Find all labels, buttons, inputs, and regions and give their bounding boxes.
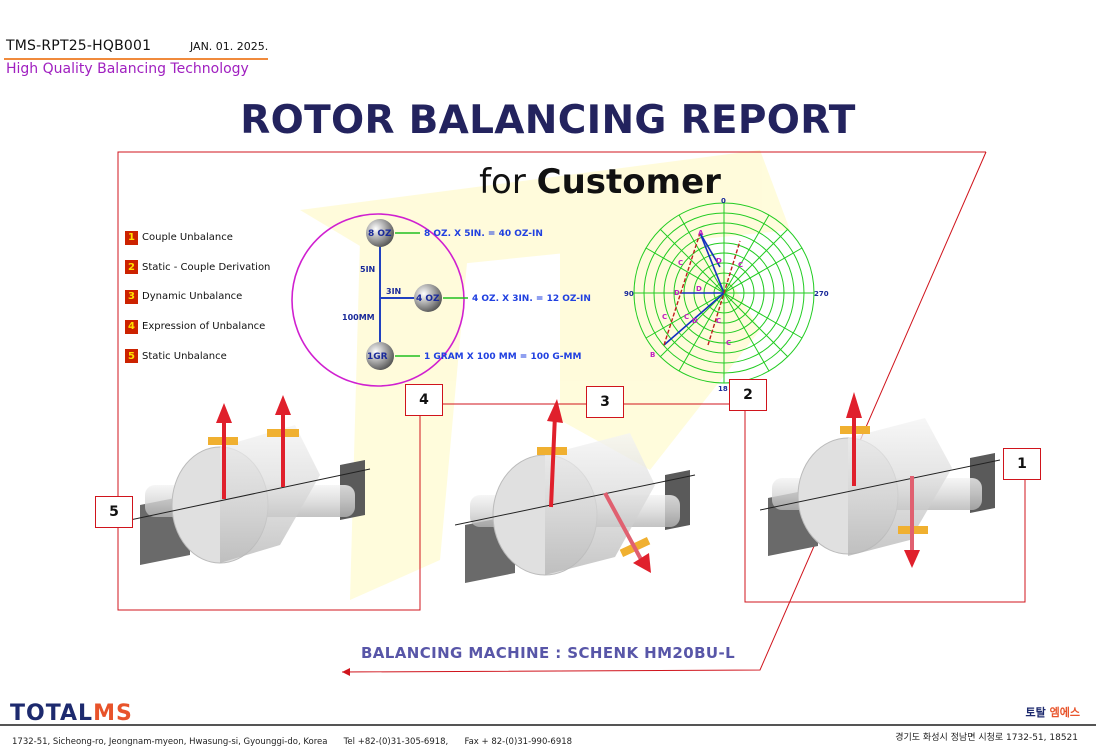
for-prefix: for — [479, 162, 526, 202]
company-logo: TOTALMS — [10, 701, 133, 726]
vector-label: B — [650, 351, 655, 359]
vector-label: C — [662, 313, 667, 321]
distance-label: 5IN — [360, 265, 375, 274]
vector-label: C — [716, 317, 721, 325]
equation-text: 8 OZ. X 5IN. = 40 OZ-IN — [424, 229, 543, 239]
legend-number: 3 — [125, 289, 138, 304]
rotor-body — [848, 418, 952, 556]
legend-label: Static Unbalance — [142, 350, 227, 362]
unbalance-diagram: 8 OZ 4 OZ 1GR 8 OZ. X 5IN. = 40 OZ-IN 4 … — [291, 213, 591, 387]
connector-lines — [117, 151, 1026, 673]
logo-kr-accent: 엠에스 — [1049, 706, 1080, 719]
report-title: ROTOR BALANCING REPORT — [240, 98, 856, 143]
company-address-korean: 경기도 화성시 정남면 시청로 1732-51, 18521 — [895, 733, 1078, 743]
legend-item: 2 Static - Couple Derivation — [125, 260, 270, 275]
vector-label: C — [684, 313, 689, 321]
callout-4: 4 — [405, 384, 443, 416]
footer-rule — [0, 724, 1096, 726]
rotor-dynamic-unbalance — [455, 399, 696, 583]
weight-ball — [366, 219, 394, 247]
logo-text-accent: MS — [93, 701, 133, 726]
logo-text: TOTAL — [10, 701, 94, 726]
legend-label: Dynamic Unbalance — [142, 291, 243, 303]
balancing-machine: BALANCING MACHINE : SCHENK HM20BU-L — [360, 644, 736, 662]
callout-1: 1 — [1003, 448, 1041, 480]
legend-label: Static - Couple Derivation — [142, 261, 271, 273]
rotor-body — [545, 433, 655, 575]
customer-line: for Customer — [0, 162, 1096, 202]
company-address: 1732-51, Sicheong-ro, Jeongnam-myeon, Hw… — [12, 737, 573, 747]
customer-name: Customer — [536, 162, 721, 202]
company-logo-korean: 토탈 엠에스 — [1026, 704, 1080, 720]
legend-number: 5 — [125, 349, 138, 364]
vector-label: D — [692, 317, 698, 325]
legend-number: 4 — [125, 319, 138, 334]
legend-item: 3 Dynamic Unbalance — [125, 289, 270, 304]
equation-text: 1 GRAM X 100 MM = 100 G-MM — [424, 352, 581, 362]
legend: 1 Couple Unbalance 2 Static - Couple Der… — [125, 230, 270, 378]
unbalance-arrow — [208, 403, 238, 499]
unbalance-arrow — [537, 399, 567, 508]
angle-label: 270 — [814, 290, 829, 298]
document-date: JAN. 01. 2025. — [190, 40, 269, 53]
callout-3: 3 — [586, 386, 624, 418]
callout-5: 5 — [95, 496, 133, 528]
vector-label: A — [698, 229, 704, 237]
unbalance-arrow — [840, 392, 870, 486]
legend-number: 2 — [125, 260, 138, 275]
distance-label: 3IN — [386, 287, 401, 296]
header-rule — [4, 58, 268, 60]
polar-plot: 0 90 270 18 A B C D C C C D C D C D — [624, 197, 829, 393]
vector-lines — [663, 232, 725, 346]
vector-label: D — [716, 257, 722, 265]
weight-label: 4 OZ — [416, 294, 440, 304]
rotor-body — [220, 425, 320, 563]
legend-item: 1 Couple Unbalance — [125, 230, 270, 245]
angle-label: 90 — [624, 290, 634, 298]
rotor-couple-unbalance — [760, 392, 1000, 568]
vector-label: C — [678, 259, 683, 267]
diagram-circle — [291, 213, 465, 387]
distance-label: 100MM — [342, 313, 375, 322]
axis-line — [760, 459, 1000, 511]
vector-label: D — [674, 289, 680, 297]
legend-label: Expression of Unbalance — [142, 321, 266, 333]
unbalance-arrow — [898, 476, 928, 568]
angle-label: 0 — [721, 197, 726, 205]
legend-label: Couple Unbalance — [142, 232, 233, 243]
weight-ball — [366, 342, 394, 370]
unbalance-arrow — [267, 395, 299, 487]
dashed-vectors — [663, 232, 741, 346]
legend-item: 5 Static Unbalance — [125, 349, 270, 364]
callout-2: 2 — [729, 379, 767, 411]
unbalance-arrow — [603, 492, 651, 573]
axis-line — [455, 474, 696, 526]
equation-text: 4 OZ. X 3IN. = 12 OZ-IN — [472, 294, 591, 304]
vector-label: D — [696, 285, 702, 293]
vector-label: C — [738, 261, 743, 269]
weight-label: 1GR — [367, 352, 388, 362]
tagline: High Quality Balancing Technology — [6, 61, 249, 77]
legend-item: 4 Expression of Unbalance — [125, 319, 270, 334]
angle-label: 18 — [718, 385, 728, 393]
axis-line — [130, 468, 371, 521]
weight-label: 8 OZ — [368, 229, 392, 239]
arrow-head — [342, 668, 350, 676]
vector-label: C — [726, 339, 731, 347]
rotor-static-unbalance — [130, 395, 371, 565]
document-id: TMS-RPT25-HQB001 — [6, 38, 152, 54]
legend-number: 1 — [125, 230, 138, 245]
weight-ball — [414, 284, 442, 312]
logo-kr-text: 토탈 — [1025, 706, 1046, 719]
